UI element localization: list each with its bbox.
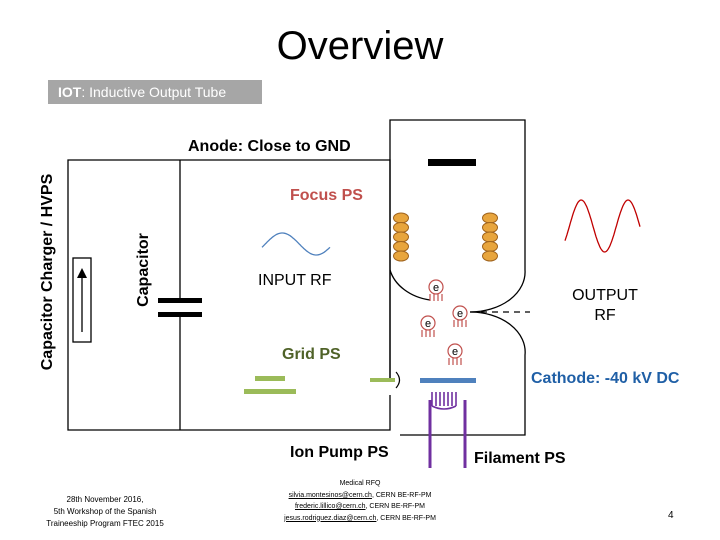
contact-org: , CERN BE-RF-PM bbox=[371, 491, 432, 499]
focus-coil-left bbox=[393, 212, 409, 262]
tube-inner-curve bbox=[389, 269, 431, 301]
filament-coil bbox=[431, 392, 457, 410]
footer-program: Traineeship Program FTEC 2015 bbox=[46, 519, 164, 528]
filament bbox=[428, 392, 467, 468]
footer-event-info: 28th November 2016, 5th Workshop of the … bbox=[30, 494, 180, 530]
cathode-label: Cathode: -40 kV DC bbox=[531, 370, 680, 387]
footer-contacts: Medical RFQ silvia.montesinos@cern.ch, C… bbox=[250, 478, 470, 524]
hvps-source bbox=[72, 257, 92, 343]
bottom-wire bbox=[180, 395, 391, 431]
coil-turn bbox=[393, 212, 409, 224]
electron-trail bbox=[429, 294, 443, 301]
contact-email-link[interactable]: jesus.rodriguez.diaz@cern.ch bbox=[284, 514, 377, 522]
slide-title: Overview bbox=[276, 24, 444, 68]
cathode-plate bbox=[420, 378, 476, 383]
iot-banner: IOT: Inductive Output Tube bbox=[48, 80, 262, 104]
contact-org: , CERN BE-RF-PM bbox=[365, 503, 426, 510]
output-rf-wave bbox=[564, 199, 641, 253]
electron-group: e e e e bbox=[420, 279, 468, 365]
electron-symbol bbox=[452, 305, 468, 321]
focus-ps-label: Focus PS bbox=[290, 187, 363, 204]
electron-trail bbox=[453, 320, 467, 327]
contact-line: jesus.rodriguez.diaz@cern.ch, CERN BE-RF… bbox=[250, 513, 470, 525]
hvps-arrow-head bbox=[77, 268, 87, 278]
grid-ps-plate-bottom bbox=[244, 389, 296, 394]
coil-turn bbox=[393, 222, 409, 233]
grid-power-supply bbox=[244, 371, 401, 394]
coil-turn bbox=[393, 241, 409, 252]
focus-coil-right bbox=[482, 212, 498, 262]
coil-turn bbox=[482, 241, 498, 252]
electron-symbol bbox=[447, 343, 463, 359]
tube-outline bbox=[389, 119, 526, 436]
footer-project: Medical RFQ bbox=[339, 480, 381, 487]
ion-pump-label: Ion Pump PS bbox=[290, 444, 389, 461]
contact-line: frederic.lillico@cern.ch, CERN BE-RF-PM bbox=[250, 501, 470, 513]
anode-plate bbox=[428, 159, 476, 166]
grid-ps-plate-top bbox=[255, 376, 285, 381]
iot-desc: : Inductive Output Tube bbox=[81, 84, 227, 100]
input-rf-label: INPUT RF bbox=[258, 272, 332, 289]
footer-date: 28th November 2016, bbox=[66, 495, 144, 504]
coil-turn bbox=[393, 231, 409, 243]
coil-turn bbox=[482, 212, 498, 224]
electron-trail bbox=[421, 330, 435, 337]
coil-turn bbox=[482, 250, 498, 262]
capacitor-label: Capacitor bbox=[135, 233, 152, 307]
output-rf-label: OUTPUT RF bbox=[560, 286, 650, 326]
input-rf-wave bbox=[261, 232, 331, 256]
grid-bracket bbox=[395, 371, 401, 389]
contact-org: , CERN BE-RF-PM bbox=[376, 514, 436, 522]
capacitor-plate-bottom bbox=[158, 312, 202, 317]
electron-label: e bbox=[425, 318, 431, 330]
contact-email-link[interactable]: silvia.montesinos@cern.ch bbox=[288, 491, 372, 499]
grid-ps-label: Grid PS bbox=[282, 346, 341, 363]
iot-abbr: IOT bbox=[58, 84, 82, 100]
coil-turn bbox=[482, 231, 498, 243]
contact-line: silvia.montesinos@cern.ch, CERN BE-RF-PM bbox=[250, 490, 470, 502]
output-rf-line2: RF bbox=[594, 307, 616, 324]
electron-label: e bbox=[433, 282, 439, 294]
output-rf-line1: OUTPUT bbox=[572, 287, 638, 304]
anode-label: Anode: Close to GND bbox=[188, 138, 351, 155]
filament-ps-label: Filament PS bbox=[474, 450, 566, 467]
electron-trail bbox=[448, 358, 462, 365]
contact-email-link[interactable]: frederic.lillico@cern.ch bbox=[294, 503, 366, 510]
electron-label: e bbox=[452, 346, 458, 358]
electron-label: e bbox=[457, 308, 463, 320]
capacitor-charger-label: Capacitor Charger / HVPS bbox=[39, 173, 56, 371]
electron-symbol bbox=[428, 279, 444, 295]
page-number: 4 bbox=[668, 510, 674, 521]
capacitor-plate-top bbox=[158, 298, 202, 303]
footer-workshop: 5th Workshop of the Spanish bbox=[53, 507, 157, 516]
electron-symbol bbox=[420, 315, 436, 331]
coil-turn bbox=[393, 250, 409, 262]
coil-turn bbox=[482, 222, 498, 233]
